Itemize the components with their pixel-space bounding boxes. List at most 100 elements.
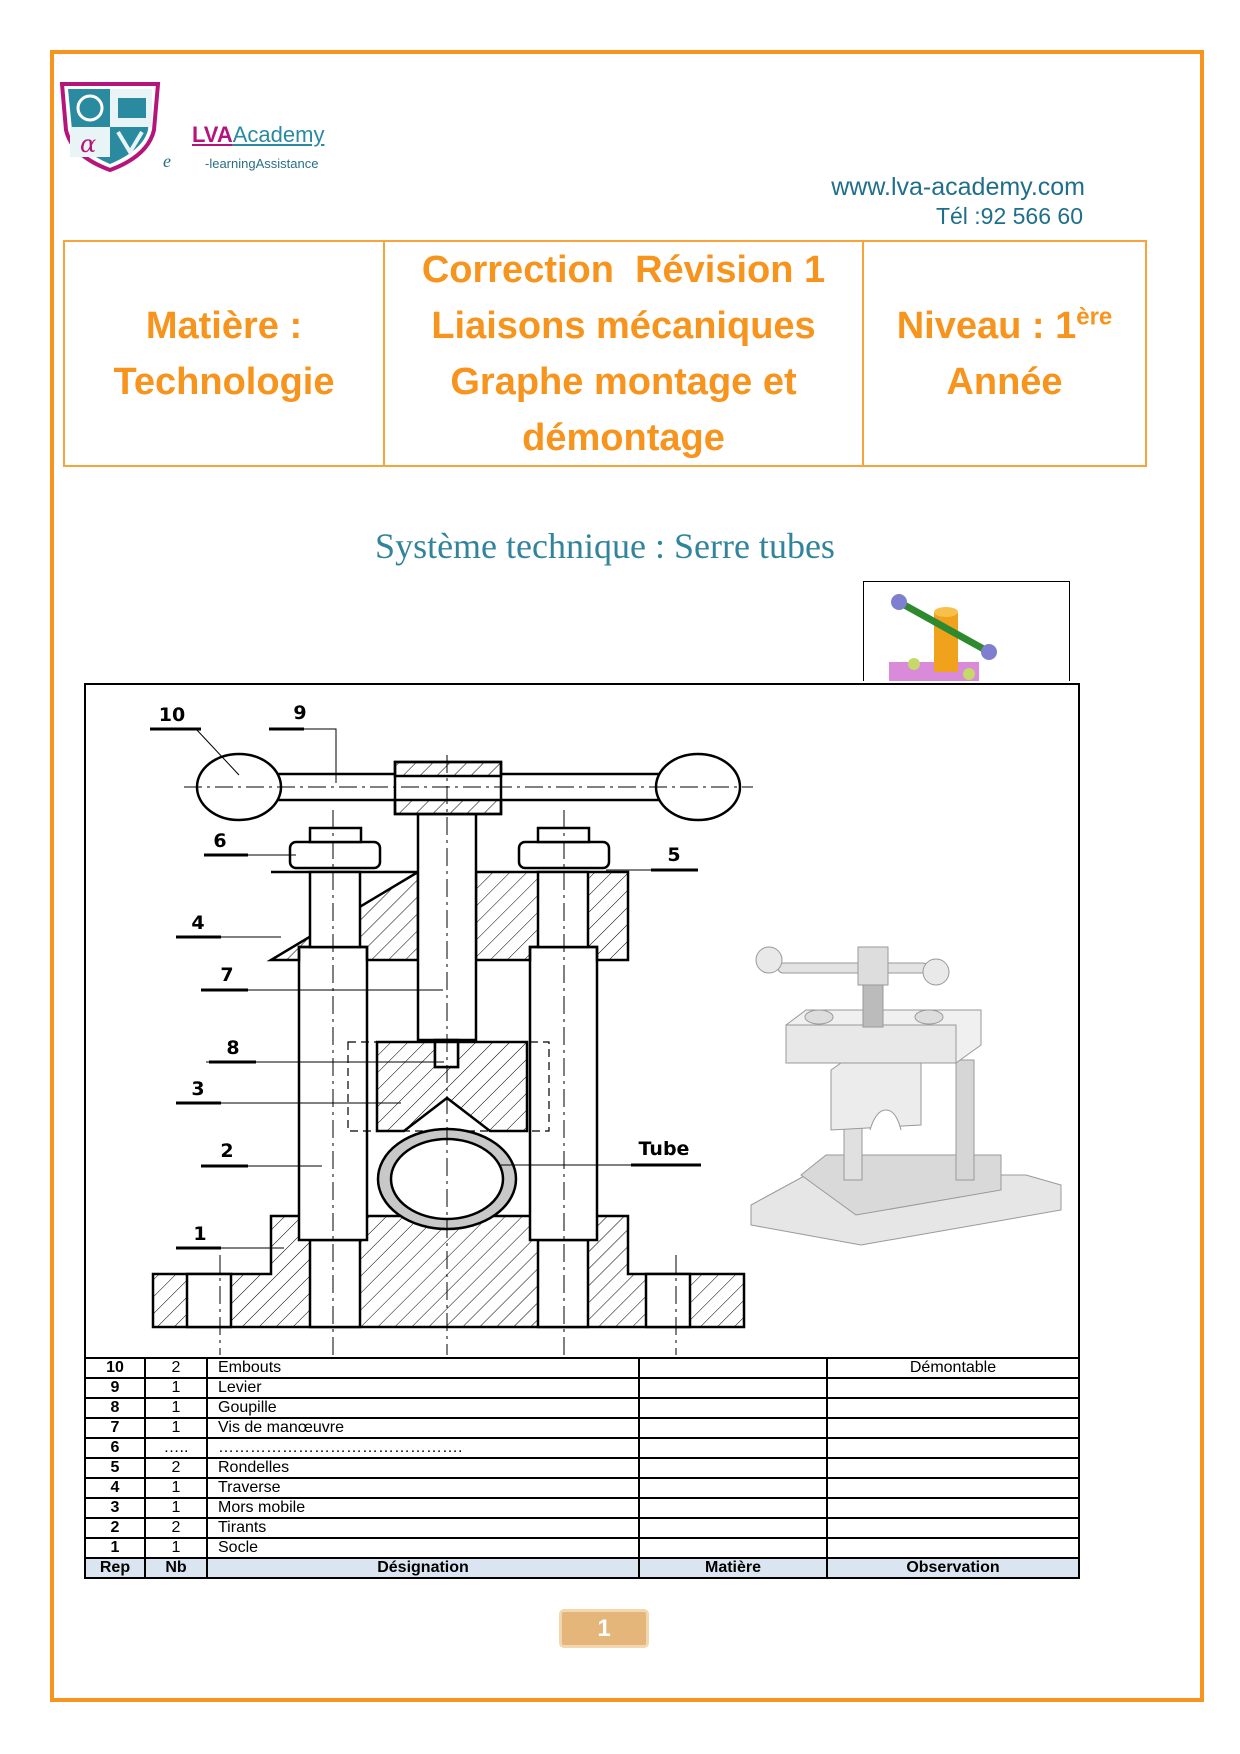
brand-lva: LVA [192,122,233,147]
level-value: Année [946,360,1063,403]
cell-nb: 2 [144,1457,208,1479]
cell-designation: Embouts [206,1357,640,1379]
header-table: Matière : Technologie Correction Révisio… [63,240,1147,467]
cell-matiere [638,1377,828,1399]
title-line-4: démontage [522,416,725,459]
nut-left [288,840,382,870]
title-cell: Correction Révision 1 Liaisons mécanique… [385,242,864,465]
cell-nb: 1 [144,1477,208,1499]
cell-nb: ….. [144,1437,208,1459]
cell-designation: Levier [206,1377,640,1399]
cell-matiere [638,1497,828,1519]
cell-designation: Socle [206,1537,640,1559]
brand-academy: Academy [232,122,325,147]
label-4: 4 [191,912,204,934]
cell-nb: 2 [144,1517,208,1539]
cell-rep: 9 [84,1377,146,1399]
cell-matiere [638,1477,828,1499]
cell-observation [826,1457,1080,1479]
cell-matiere [638,1357,828,1379]
system-title: Système technique : Serre tubes [375,526,835,566]
brand-name: LVAAcademy [192,122,324,148]
cell-matiere [638,1397,828,1419]
cell-matiere [638,1437,828,1459]
cell-observation [826,1377,1080,1399]
header-observation: Observation [826,1557,1080,1579]
level-cell: Niveau : 1ère Année [864,242,1145,465]
title-line-1: Correction Révision 1 [421,248,826,291]
header-nb: Nb [144,1557,208,1579]
thumbnail-3d-image [863,581,1070,681]
phone-number: Tél :92 566 60 [935,203,1083,229]
label-3: 3 [191,1078,204,1100]
label-7: 7 [220,964,233,986]
cell-nb: 2 [144,1357,208,1379]
header-designation: Désignation [206,1557,640,1579]
cell-nb: 1 [144,1397,208,1419]
serre-tubes-drawing: 10 9 6 5 4 7 8 3 2 1 Tube [150,702,1062,1355]
cell-nb: 1 [144,1497,208,1519]
cell-observation [826,1477,1080,1499]
cell-rep: 1 [84,1537,146,1559]
brand-tagline: -learningAssistance [205,156,319,171]
shield-logo-icon: α [59,82,161,172]
level-label: Niveau : 1 [896,304,1077,347]
title-line-3: Graphe montage et [450,360,797,403]
header-matiere: Matière [638,1557,828,1579]
subject-value: Technologie [113,360,335,403]
cell-rep: 8 [84,1397,146,1419]
cell-nb: 1 [144,1537,208,1559]
cell-matiere [638,1537,828,1559]
label-6: 6 [213,830,226,852]
cell-nb: 1 [144,1377,208,1399]
cell-rep: 4 [84,1477,146,1499]
cell-designation: Goupille [206,1397,640,1419]
page-border [50,50,1204,1702]
serre-tubes-3d-view [750,946,1062,1246]
website-link[interactable]: www.lva-academy.com [831,173,1085,201]
title-line-2: Liaisons mécaniques [431,304,816,347]
cell-observation: Démontable [826,1357,1080,1379]
cell-rep: 2 [84,1517,146,1539]
cell-designation: Traverse [206,1477,640,1499]
assembly-drawing: 10 9 6 5 4 7 8 3 2 1 Tube [84,683,1080,1357]
cell-designation: Vis de manœuvre [206,1417,640,1439]
cell-observation [826,1437,1080,1459]
cell-matiere [638,1517,828,1539]
cell-matiere [638,1457,828,1479]
label-2: 2 [220,1140,233,1162]
cell-designation: ………………………………………. [206,1437,640,1459]
cell-designation: Tirants [206,1517,640,1539]
brand-e-letter: e [163,151,171,171]
cell-nb: 1 [144,1417,208,1439]
cell-rep: 10 [84,1357,146,1379]
cell-rep: 7 [84,1417,146,1439]
cell-observation [826,1517,1080,1539]
label-8: 8 [226,1037,239,1059]
cell-designation: Rondelles [206,1457,640,1479]
cell-rep: 5 [84,1457,146,1479]
label-tube: Tube [639,1138,690,1160]
label-10: 10 [159,704,185,726]
label-5: 5 [667,844,680,866]
cell-observation [826,1537,1080,1559]
label-9: 9 [293,702,306,724]
cell-rep: 6 [84,1437,146,1459]
label-1: 1 [193,1223,206,1245]
subject-cell: Matière : Technologie [65,242,385,465]
cell-observation [826,1417,1080,1439]
svg-text:α: α [80,130,96,158]
page-number-badge: 1 [559,1609,649,1648]
header-rep: Rep [84,1557,146,1579]
cell-matiere [638,1417,828,1439]
